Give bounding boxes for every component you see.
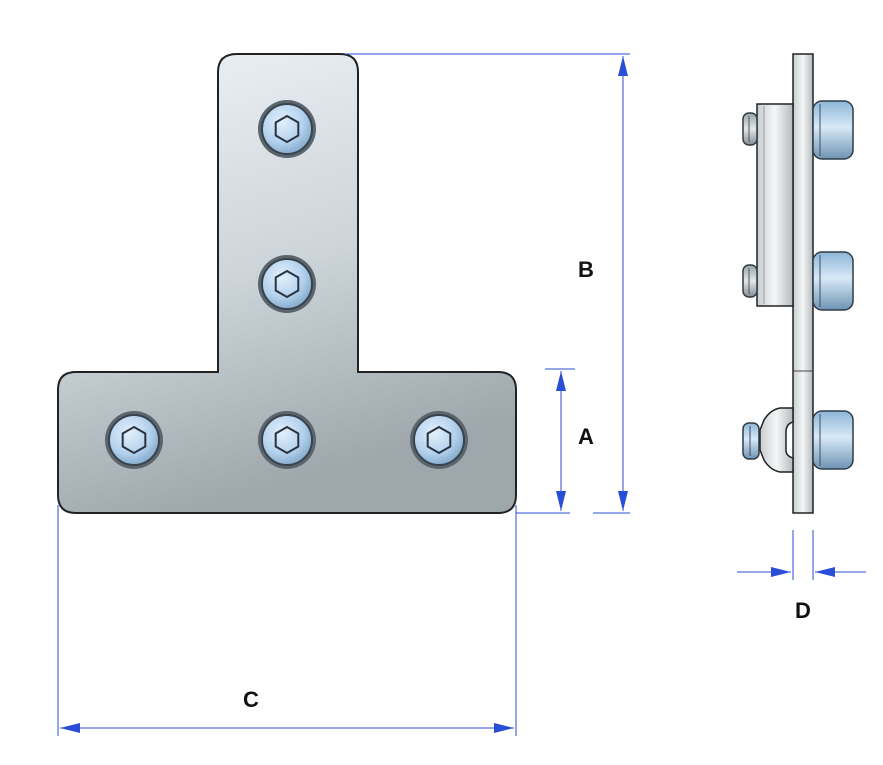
hex-socket-screw-icon	[121, 425, 147, 455]
side-profile-block	[756, 103, 794, 307]
hex-socket-screw-icon	[274, 425, 300, 455]
side-plate-edge	[792, 53, 814, 514]
screw-middle	[258, 255, 316, 313]
side-nut-top	[742, 112, 758, 146]
screw-bottom-center	[258, 411, 316, 469]
hex-socket-screw-icon	[274, 269, 300, 299]
side-screw-head-bottom	[812, 410, 854, 470]
hex-socket-screw-icon	[274, 114, 300, 144]
side-screw-head-top	[812, 100, 854, 160]
side-screw-head-middle	[812, 251, 854, 311]
screw-top	[258, 100, 316, 158]
side-t-slot-nut	[742, 407, 794, 473]
dimension-c	[57, 505, 517, 736]
dimension-a	[516, 368, 575, 514]
dimension-lines	[57, 53, 866, 736]
t-plate-front-view	[57, 53, 517, 514]
dimension-d	[737, 530, 866, 580]
label-c: C	[243, 687, 259, 712]
screw-bottom-right	[410, 411, 468, 469]
side-nut-middle	[742, 264, 758, 298]
dimension-b	[345, 53, 630, 514]
label-a: A	[578, 424, 594, 449]
t-plate-side-view	[742, 53, 854, 514]
screw-bottom-left	[105, 411, 163, 469]
hex-socket-screw-icon	[426, 425, 452, 455]
label-b: B	[578, 257, 594, 282]
label-d: D	[795, 598, 811, 623]
